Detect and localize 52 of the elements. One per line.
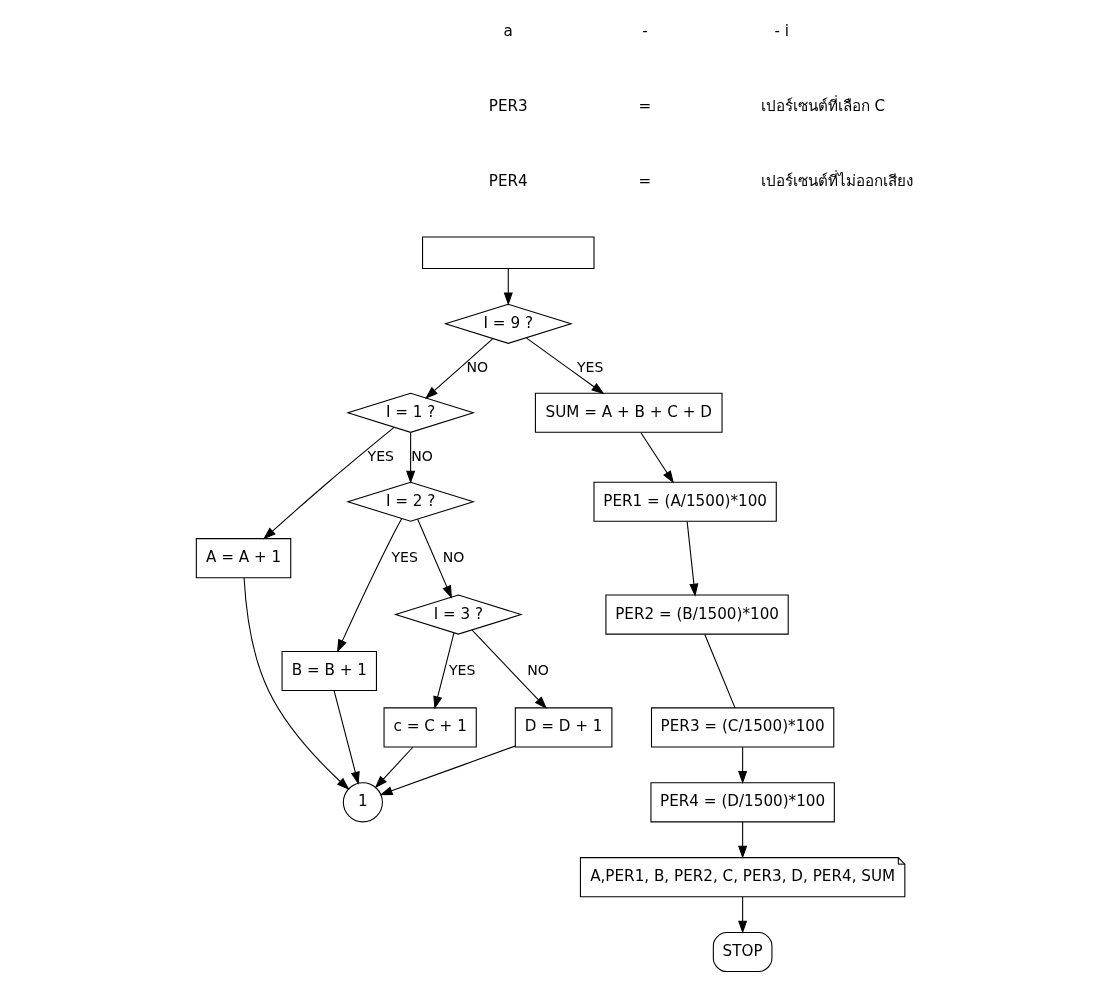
arrow — [526, 337, 605, 395]
node-box: PER2 = (B/1500)*100 — [605, 594, 789, 635]
arrow — [640, 432, 674, 484]
label: - — [642, 21, 648, 40]
label: PER4 — [488, 171, 528, 190]
arrow — [379, 745, 516, 796]
arrow — [263, 426, 395, 540]
edge-label: YES — [391, 548, 418, 565]
node-box: SUM = A + B + C + D — [534, 392, 723, 433]
node-diamond: I = 3 ? — [393, 594, 523, 635]
label: - i — [774, 21, 789, 40]
arrow — [471, 629, 548, 709]
label: = — [638, 171, 652, 190]
arrow — [738, 746, 748, 784]
arrow — [243, 577, 350, 790]
node-circle: 1 — [342, 782, 383, 823]
label: PER3 — [488, 96, 528, 115]
arrow — [503, 268, 513, 306]
arrow — [333, 690, 360, 785]
node-box: A = A + 1 — [195, 538, 292, 579]
node-box: PER1 = (A/1500)*100 — [593, 481, 777, 522]
node-box: PER3 = (C/1500)*100 — [650, 707, 835, 748]
node-diamond: I = 1 ? — [346, 392, 476, 433]
node-box: B = B + 1 — [281, 650, 377, 692]
arrow — [433, 632, 455, 710]
arrow — [374, 746, 414, 789]
node-box: D = D + 1 — [514, 707, 613, 748]
edge-label: NO — [411, 447, 433, 464]
arrow — [417, 518, 452, 599]
arrow — [337, 518, 403, 653]
edge-label: YES — [367, 447, 395, 464]
arrow — [686, 521, 699, 597]
label: เปอร์เซนต์ที่ไม่ออกเสียง — [761, 171, 914, 190]
label: a — [503, 21, 513, 40]
node-box — [422, 236, 595, 270]
label: เปอร์เซนต์ที่เลือก C — [760, 96, 886, 115]
connector — [704, 633, 736, 709]
node-diamond: I = 2 ? — [346, 481, 476, 522]
arrow — [738, 821, 748, 859]
node-diamond: I = 9 ? — [443, 303, 573, 344]
label: = — [638, 96, 652, 115]
edge-label: YES — [576, 359, 604, 375]
edge-label: NO — [527, 661, 549, 678]
edge-label: YES — [448, 661, 476, 678]
arrow — [425, 338, 494, 399]
node-box: PER4 = (D/1500)*100 — [650, 782, 835, 823]
node-box: c = C + 1 — [383, 707, 477, 748]
edge-label: NO — [442, 548, 465, 565]
node-box: STOP — [712, 931, 773, 973]
edge-label: NO — [466, 359, 489, 375]
arrow — [738, 896, 748, 934]
arrow — [406, 432, 416, 484]
